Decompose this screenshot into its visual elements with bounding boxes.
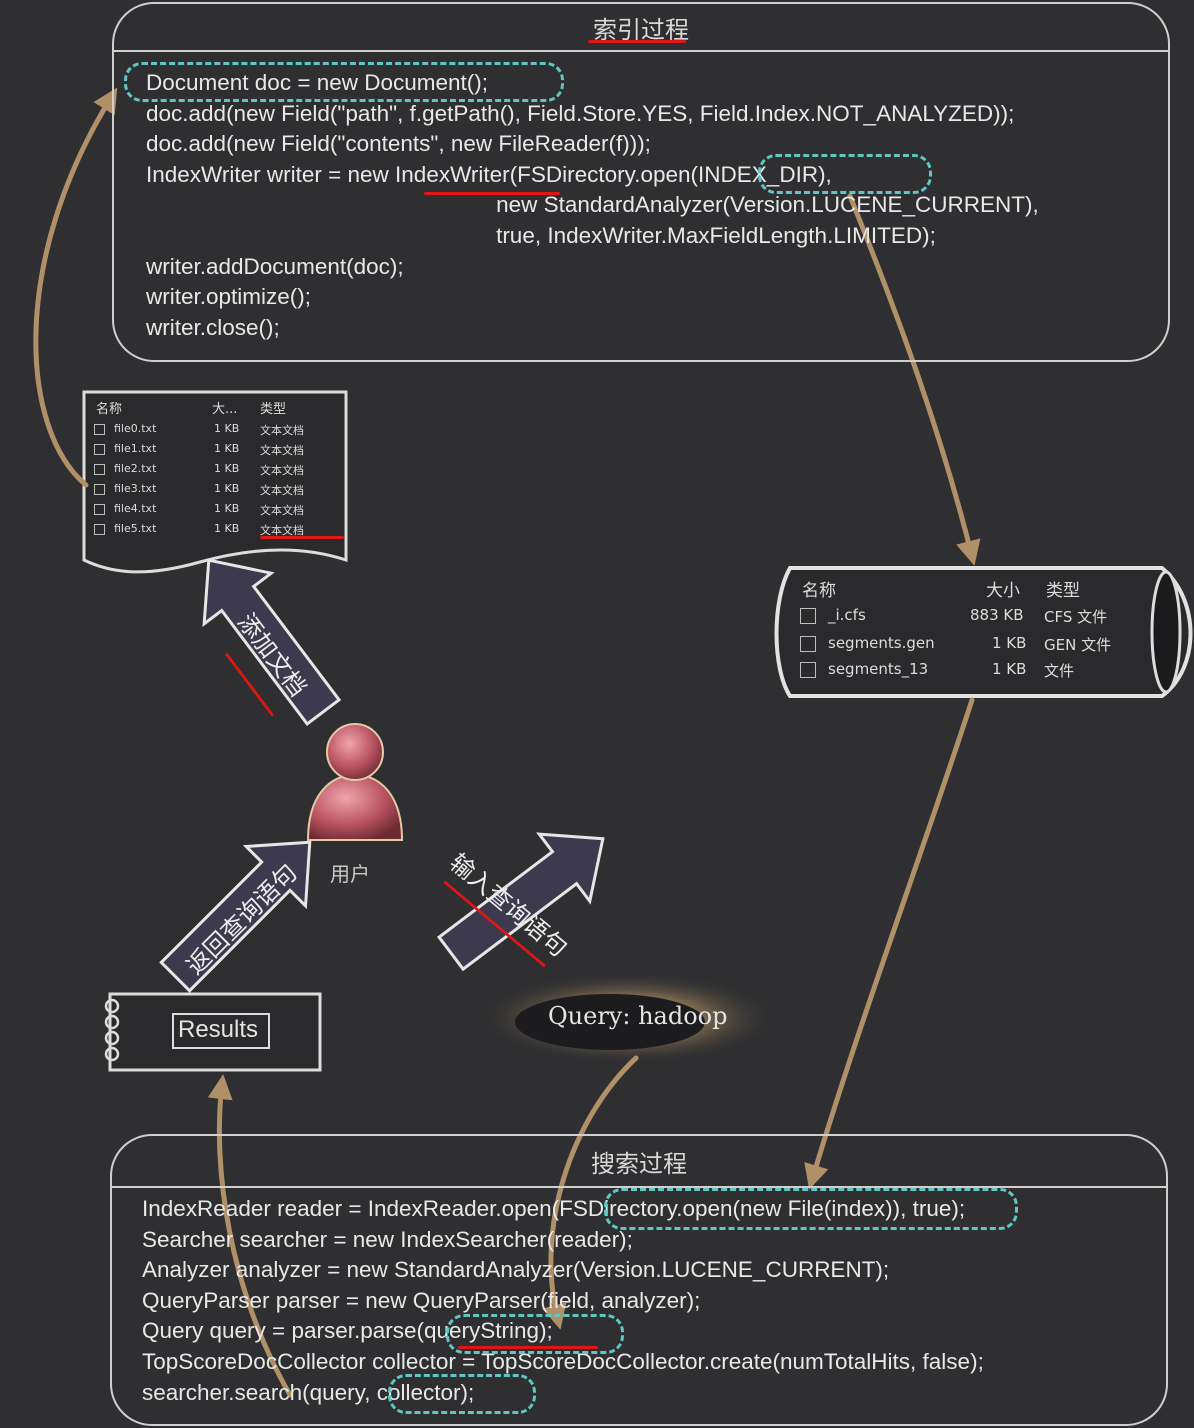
results-label: Results	[178, 1016, 259, 1043]
text-file-icon	[94, 504, 105, 515]
code-line: IndexReader reader = IndexReader.open(FS…	[142, 1196, 966, 1221]
code-line: Document doc = new Document();	[146, 70, 489, 95]
highlight-index-dir	[758, 154, 932, 194]
return-query-arrow	[159, 840, 312, 993]
highlight-collector	[388, 1374, 536, 1414]
index-file-list: 名称 大小 类型 _i.cfs 883 KB CFS 文件 segments.g…	[796, 572, 1146, 692]
highlight-new-document	[124, 62, 564, 102]
code-line: Query query = parser.parse(queryString);	[142, 1318, 553, 1344]
code-line: searcher.search(query, collector);	[142, 1379, 475, 1405]
text-file-icon	[94, 484, 105, 495]
file-icon	[800, 608, 816, 624]
user-label: 用户	[330, 862, 370, 886]
input-query-arrow	[436, 832, 605, 972]
indexing-panel-title: 索引过程	[593, 16, 689, 44]
code-line: Analyzer analyzer = new StandardAnalyzer…	[142, 1257, 890, 1283]
flow-index-to-reader	[804, 697, 975, 1190]
indexing-panel: 索引过程	[112, 2, 1170, 362]
column-header-size: 大小	[986, 581, 1020, 601]
highlight-fsdirectory-open	[604, 1188, 1018, 1230]
code-line: new StandardAnalyzer(Version.LUCENE_CURR…	[146, 192, 1039, 218]
code-line: doc.add(new Field("path", f.getPath(), F…	[146, 100, 1015, 126]
source-files-paper	[82, 390, 348, 574]
code-line: writer.addDocument(doc);	[146, 253, 404, 279]
code-line: Searcher searcher = new IndexSearcher(re…	[142, 1226, 633, 1252]
code-line: true, IndexWriter.MaxFieldLength.LIMITED…	[146, 222, 936, 248]
underline-text-doc	[260, 536, 344, 539]
search-panel-divider	[112, 1186, 1166, 1188]
indexing-code: Document doc = new Document(); doc.add(n…	[146, 68, 1039, 343]
search-panel: 搜索过程	[110, 1134, 1168, 1426]
column-header-size: 大...	[212, 402, 238, 417]
text-file-icon	[94, 444, 105, 455]
results-notepad	[108, 992, 322, 1072]
code-line: doc.add(new Field("contents", new FileRe…	[146, 131, 651, 157]
query-label: Query: hadoop	[548, 1002, 728, 1030]
search-code: IndexReader reader = IndexReader.open(FS…	[142, 1194, 984, 1408]
indexing-panel-divider	[114, 50, 1168, 52]
underline-index-title	[588, 40, 686, 43]
text-file-icon	[94, 424, 105, 435]
underline-indexwriter	[424, 192, 560, 195]
user-icon	[306, 723, 404, 841]
underline-query-string	[458, 1346, 598, 1349]
flow-query-to-querystring	[542, 1055, 639, 1330]
column-header-type: 类型	[260, 402, 287, 417]
column-header-type: 类型	[1046, 581, 1080, 601]
text-file-icon	[94, 524, 105, 535]
notepad-rings-icon	[104, 998, 120, 1062]
code-line: IndexWriter writer = new IndexWriter(FSD…	[146, 161, 832, 187]
text-file-icon	[94, 464, 105, 475]
code-line: QueryParser parser = new QueryParser(fie…	[142, 1287, 701, 1313]
file-icon	[800, 662, 816, 678]
search-panel-title: 搜索过程	[591, 1150, 687, 1178]
flow-indexdir-to-index	[847, 193, 981, 566]
code-line: TopScoreDocCollector collector = TopScor…	[142, 1348, 984, 1374]
index-files-cylinder	[774, 566, 1193, 698]
add-docs-arrow	[202, 558, 342, 727]
highlight-query-string	[446, 1314, 624, 1354]
source-file-list: 名称 大... 类型 file0.txt 1 KB 文本文档 file1.txt…	[84, 392, 346, 552]
flow-files-to-doc	[33, 87, 118, 488]
code-line: writer.close();	[146, 314, 280, 340]
column-header-name: 名称	[802, 581, 836, 601]
code-line: writer.optimize();	[146, 284, 312, 310]
flow-collector-to-results	[207, 1074, 293, 1398]
file-icon	[800, 636, 816, 652]
column-header-name: 名称	[96, 402, 123, 417]
